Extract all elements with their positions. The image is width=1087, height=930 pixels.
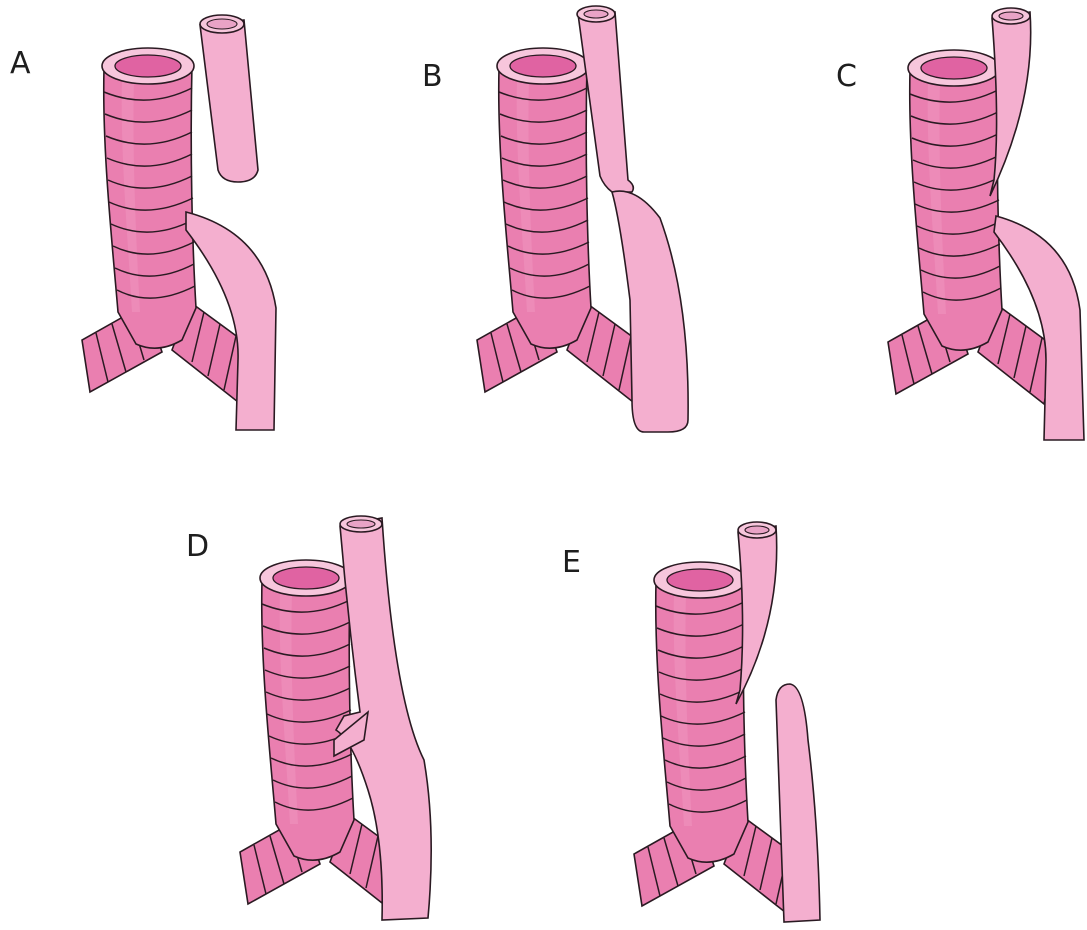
panel-c: C <box>836 8 1084 440</box>
panel-label-c: C <box>836 59 857 94</box>
panel-b: B <box>422 6 688 432</box>
esophagus-upper-fistula-c <box>990 12 1031 196</box>
panel-e: E <box>562 522 820 922</box>
panel-label-b: B <box>422 59 443 94</box>
panel-d: D <box>186 516 431 920</box>
esophagus-lower-pouch-b <box>612 191 688 432</box>
panel-label-d: D <box>186 529 209 564</box>
esophagus-lower-pouch-e <box>776 684 820 922</box>
esophagus-upper-fistula-e <box>736 526 777 704</box>
panel-a: A <box>10 15 276 430</box>
trachea-c <box>888 50 1056 404</box>
panel-label-e: E <box>562 545 581 580</box>
esophagus-upper-pouch-a <box>200 20 258 182</box>
panel-label-a: A <box>10 46 31 81</box>
